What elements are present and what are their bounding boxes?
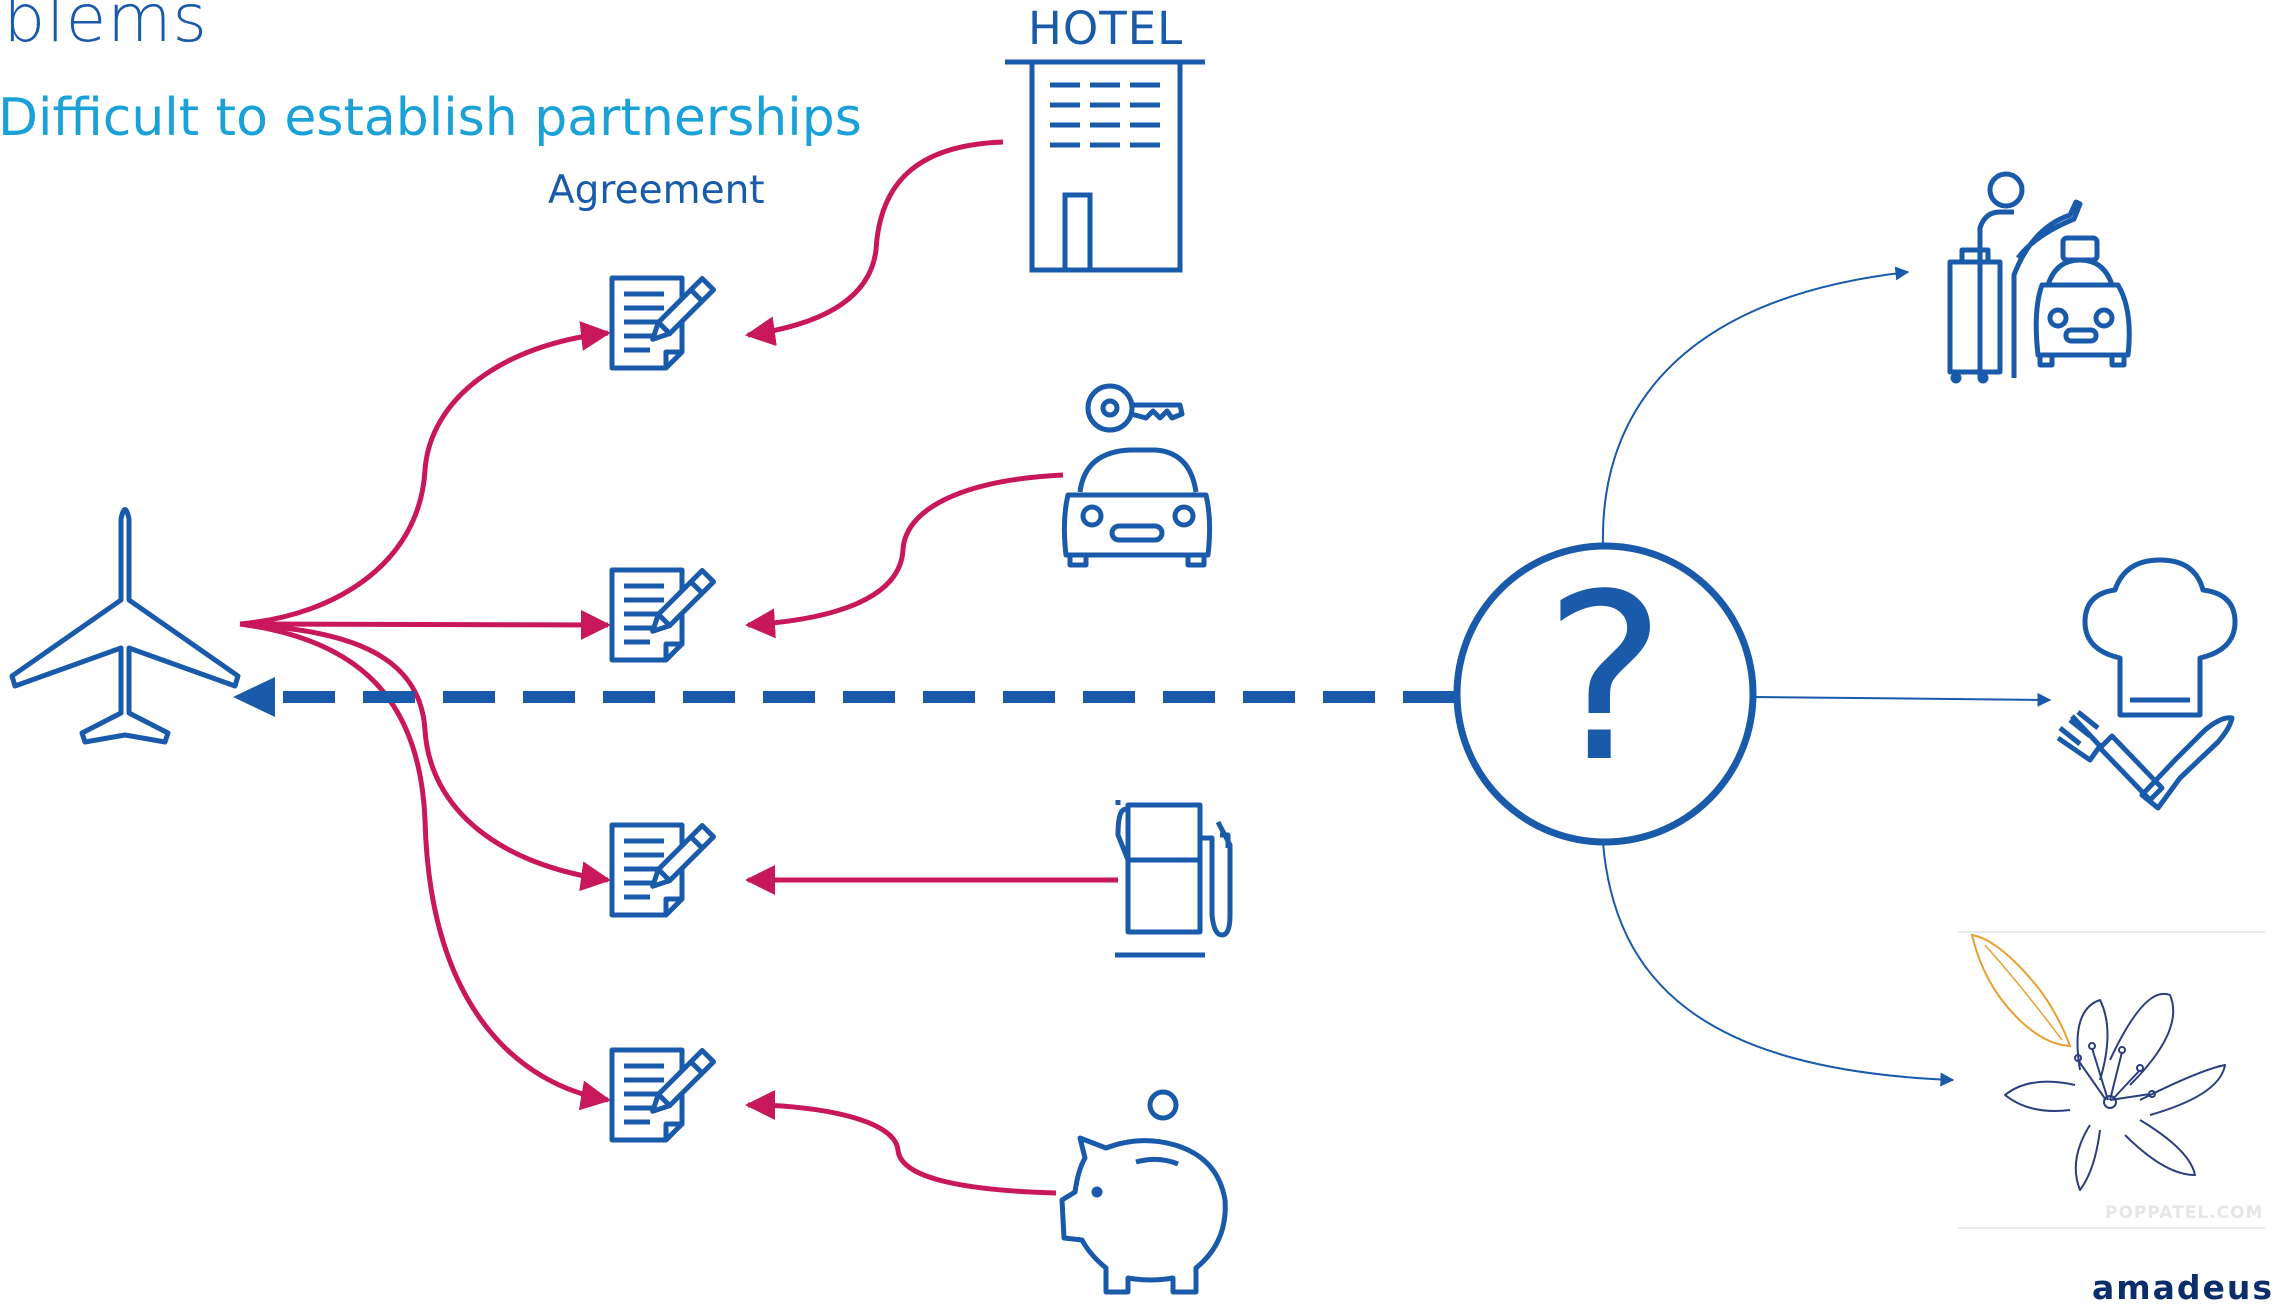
agreement-document-icon: [612, 1050, 713, 1140]
car-rental-icon: [1061, 383, 1213, 568]
lily-flower-icon: [1958, 931, 2265, 1229]
amadeus-logo: amadeus: [2092, 1268, 2275, 1307]
partner-to-agreement-arrows: [745, 139, 1118, 1196]
hotel-icon: [1005, 59, 1205, 273]
slide-subtitle: Difficult to establish partnerships: [0, 88, 862, 148]
unknown-partner-arrows: [1601, 266, 2052, 1087]
chef-restaurant-icon: [2056, 557, 2238, 811]
airplane-icon: [9, 507, 241, 745]
agreement-document-icon: [612, 825, 713, 915]
agreement-document-icon: [612, 570, 713, 660]
question-mark: ?: [1543, 546, 1667, 813]
agreement-document-icon: [612, 278, 713, 368]
question-circle-icon: [1453, 542, 1757, 846]
taxi-passenger-icon: [1947, 171, 2132, 384]
fuel-station-icon: [1115, 800, 1233, 958]
piggy-bank-icon: [1059, 1089, 1228, 1295]
agreement-label: Agreement: [548, 168, 765, 213]
watermark-text: POPPATEL.COM: [2105, 1203, 2264, 1223]
slide-title: oblems: [0, 0, 208, 57]
airplane-to-agreement-arrows: [239, 321, 611, 1111]
hotel-sign-text: HOTEL: [1028, 2, 1184, 55]
dashed-return-arrow: [233, 677, 1455, 717]
